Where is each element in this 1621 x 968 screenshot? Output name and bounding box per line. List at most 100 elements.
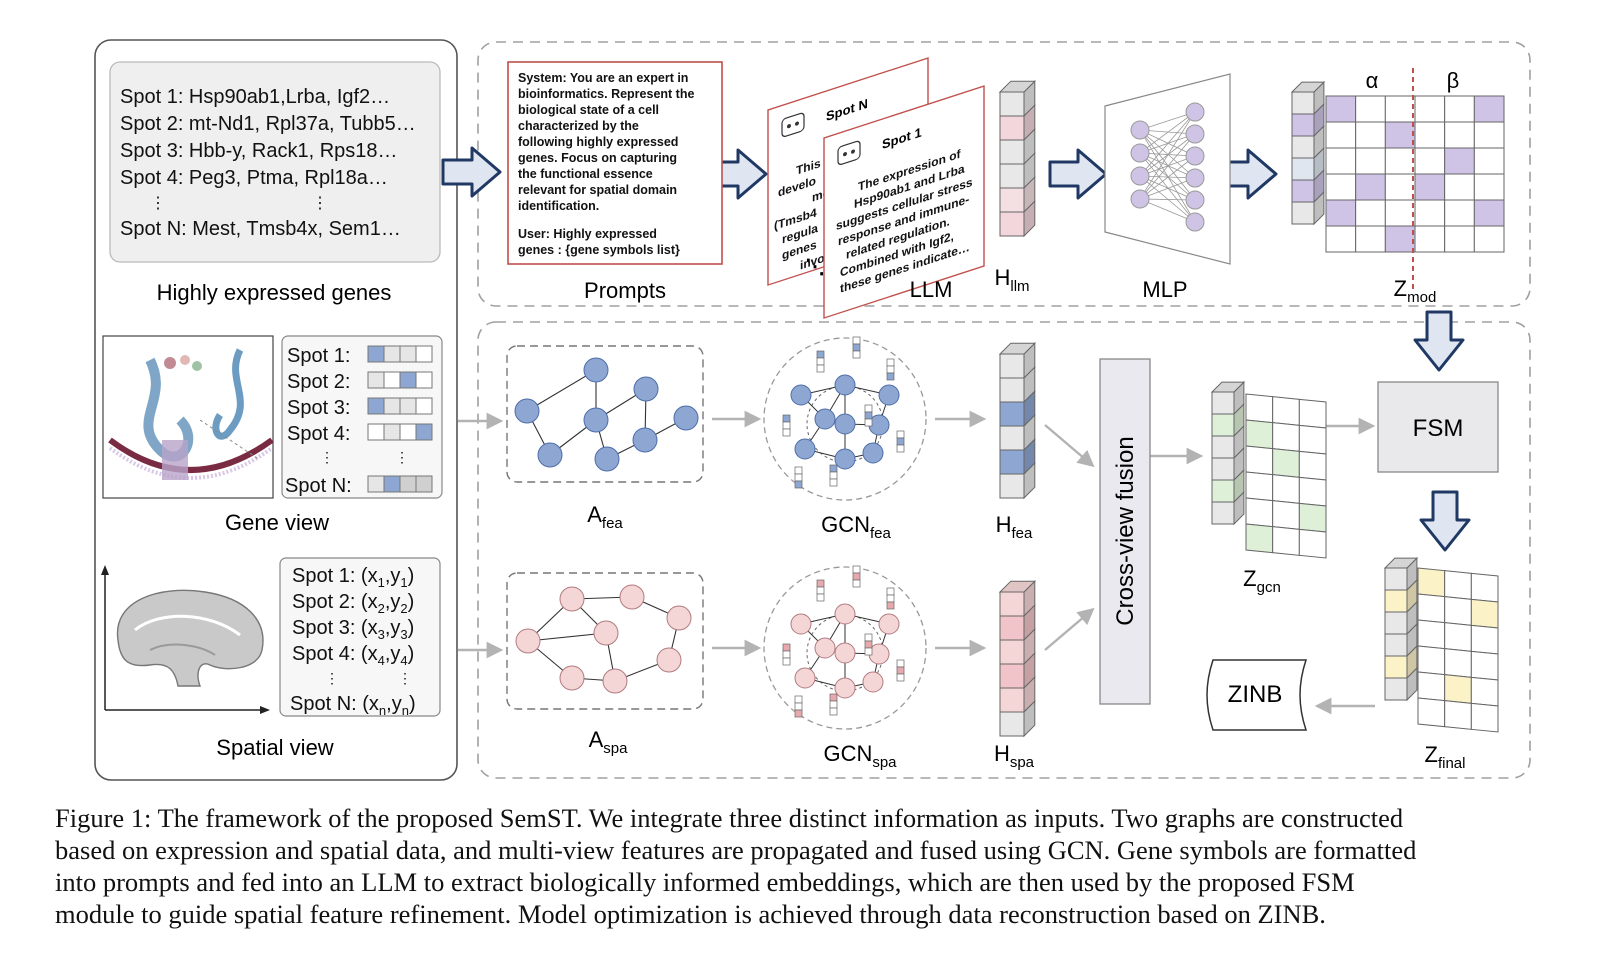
matrix-cell <box>1444 173 1475 201</box>
matrix-cell <box>1384 95 1416 123</box>
llm-card-front: Spot 1 The expression of Hsp90ab1 and Lr… <box>823 85 985 319</box>
gcn-node <box>834 448 856 470</box>
gcn-spa-boundary <box>763 566 927 730</box>
gene-view-spot-label: Spot N: <box>285 475 352 497</box>
a-spa-box <box>506 572 704 710</box>
matrix-cell <box>1470 598 1499 629</box>
spatial-view-box <box>279 557 441 717</box>
matrix-cell <box>1473 199 1505 227</box>
graph-edge <box>527 632 607 642</box>
cube-front <box>1384 611 1408 635</box>
feature-bar-cell <box>864 411 873 420</box>
matrix-cell <box>1325 121 1357 149</box>
graph-node <box>559 665 585 691</box>
zinb-label: ZINB <box>1228 681 1283 708</box>
matrix-cell <box>1444 596 1472 626</box>
framework-diagram: Spot 1: Hsp90ab1,Lrba, Igf2… Spot 2: mt-… <box>94 39 1531 781</box>
spot-genes-line: Spot 4: Peg3, Ptma, Rpl18a… <box>120 167 388 189</box>
cube-top <box>998 80 1037 93</box>
flow-arrows <box>458 410 1376 715</box>
graph-node <box>514 398 540 424</box>
prompt-line: identification. <box>518 199 599 213</box>
matrix-cell <box>1417 697 1446 728</box>
caption-line: into prompts and fed into an LLM to extr… <box>55 867 1355 897</box>
matrix-cell <box>1414 121 1446 149</box>
matrix-cell <box>1355 199 1386 227</box>
cube-front <box>999 639 1025 665</box>
gcn-node <box>834 413 856 435</box>
ellipsis: ⋮ <box>398 670 412 686</box>
cube-front <box>1211 391 1235 415</box>
prompt-line: relevant for spatial domain <box>518 183 677 197</box>
matrix-cell <box>1355 95 1386 123</box>
gcn-node <box>814 637 836 659</box>
matrix-cell <box>1417 645 1446 676</box>
prompt-line: biological state of a cell <box>518 103 659 117</box>
mlp-edge <box>1139 111 1196 200</box>
matrix-cell <box>1272 448 1300 478</box>
h-llm-label: Hllm <box>994 265 1029 295</box>
gcn-node <box>790 613 812 635</box>
a-spa-graph <box>515 584 692 694</box>
feature-bar-cell <box>852 336 861 345</box>
navy-arrow-down <box>1419 490 1471 552</box>
feature-bar-cell <box>852 565 861 574</box>
caption-line: module to guide spatial feature refineme… <box>55 899 1326 929</box>
gcn-node <box>878 384 900 406</box>
gcn-node <box>814 408 836 430</box>
matrix-cell <box>1298 450 1327 481</box>
feature-bar-cell <box>829 707 838 716</box>
gcn-spa-graph <box>782 565 905 718</box>
mlp-edge <box>1139 155 1196 200</box>
mlp-edge <box>1139 111 1196 154</box>
cube-top <box>998 342 1037 355</box>
matrix-cell <box>1473 147 1505 175</box>
mlp-node <box>1185 102 1205 122</box>
feature-bar-cell <box>896 659 905 668</box>
gcn-node <box>862 442 884 464</box>
cube-front <box>1384 589 1408 613</box>
cube-side <box>1023 699 1036 738</box>
cube-front <box>999 425 1025 451</box>
mlp-edge <box>1139 152 1196 201</box>
matrix-cell <box>1355 173 1386 201</box>
mlp-edge <box>1139 129 1196 157</box>
cube-front <box>1384 677 1408 701</box>
graph-node <box>673 405 699 431</box>
matrix-cell <box>1414 147 1446 175</box>
matrix-cell <box>1298 476 1327 507</box>
matrix-cell <box>1325 225 1357 253</box>
a-fea-box <box>506 345 704 483</box>
mlp-node <box>1185 190 1205 210</box>
matrix-cell <box>1384 173 1416 201</box>
cube-front <box>999 687 1025 713</box>
cube-front <box>1211 479 1235 503</box>
feature-bar-cell <box>886 365 895 374</box>
cube-front <box>999 473 1025 499</box>
feature-bar-cell <box>816 357 825 366</box>
matrix-cell <box>1245 471 1274 502</box>
spots-genes-box <box>109 61 441 263</box>
cube-front <box>999 353 1025 379</box>
ellipsis: ⋮ <box>312 195 328 212</box>
graph-node <box>559 586 585 612</box>
caption-line: based on expression and spatial data, an… <box>55 835 1417 865</box>
spots-genes-list: Spot 1: Hsp90ab1,Lrba, Igf2… Spot 2: mt-… <box>120 86 416 240</box>
cube-front <box>999 591 1025 617</box>
feature-bar-cell <box>816 593 825 602</box>
matrix-cell <box>1272 526 1300 556</box>
matrix-cell <box>1470 702 1499 733</box>
matrix-cell <box>1473 225 1505 253</box>
cube-front <box>1384 567 1408 591</box>
gcn-spa-label: GCNspa <box>823 741 897 771</box>
graph-node <box>515 628 541 654</box>
feature-bar-cell <box>829 478 838 487</box>
cube-front <box>999 377 1025 403</box>
graph-node <box>537 442 563 468</box>
prompt-line: the functional essence <box>518 167 653 181</box>
gcn-fea-boundary <box>763 337 927 501</box>
graph-node <box>583 357 609 383</box>
mlp-node <box>1130 143 1150 163</box>
prompt-line: genes. Focus on capturing <box>518 151 677 165</box>
alpha-label: α <box>1366 68 1379 93</box>
